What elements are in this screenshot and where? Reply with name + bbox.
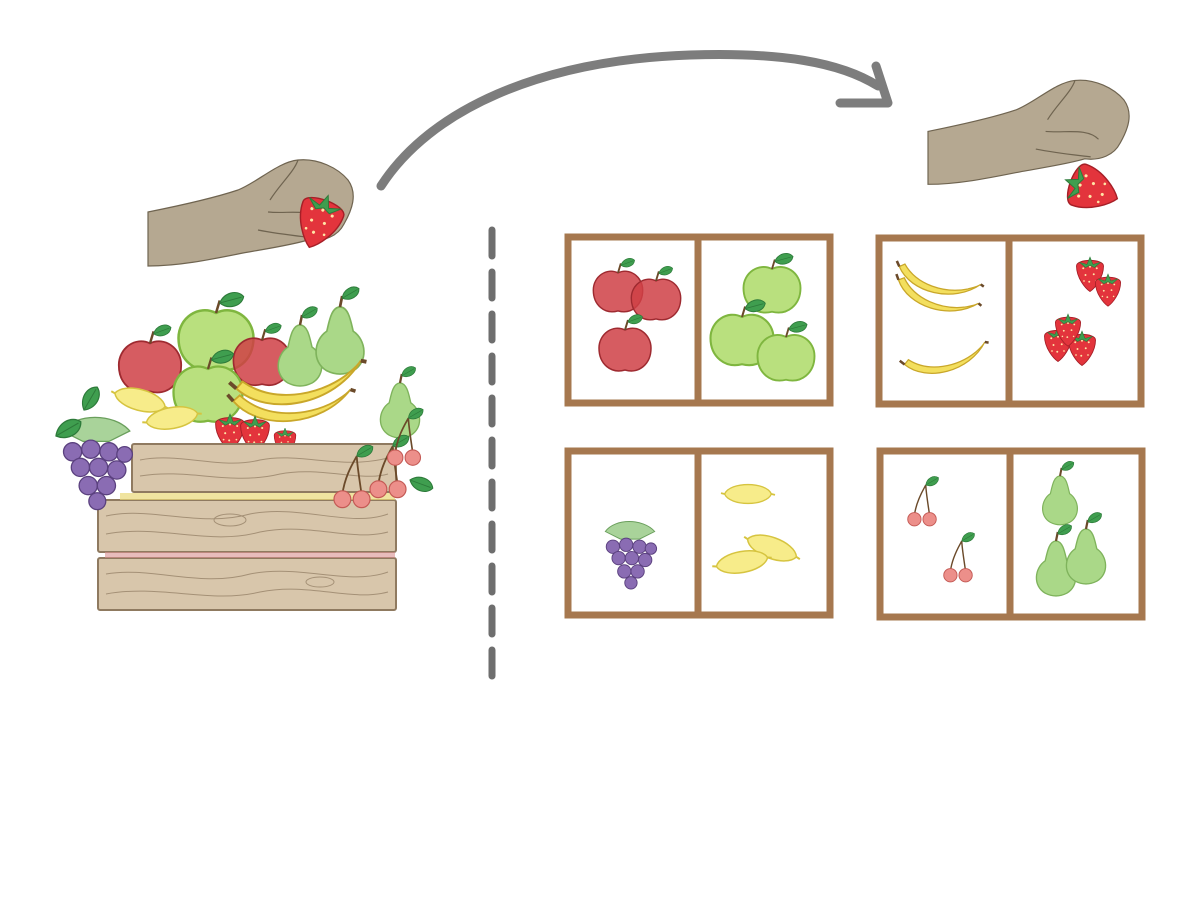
sorting-box-4 xyxy=(876,447,1146,621)
sorting-box-1 xyxy=(564,233,834,407)
arrow-icon xyxy=(376,50,893,191)
sorting-box-2 xyxy=(875,234,1145,408)
crate-icon xyxy=(51,284,436,611)
sorting-box-3 xyxy=(564,447,834,619)
